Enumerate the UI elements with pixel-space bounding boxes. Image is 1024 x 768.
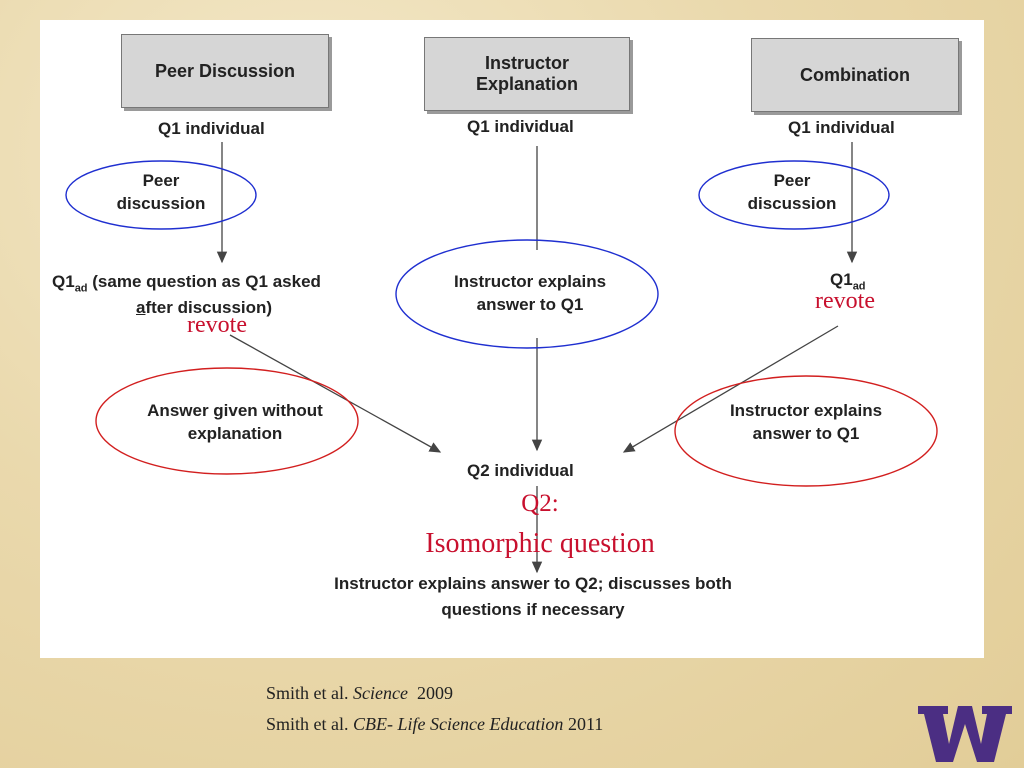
arrow-peer-to-q2 xyxy=(229,334,442,453)
header-combination-text: Combination xyxy=(800,64,910,85)
arrow-combo-to-q2 xyxy=(622,325,839,453)
answer-without-explanation-text: Answer given without explanation xyxy=(147,401,323,443)
peer-discussion-right-text: Peer discussion xyxy=(747,171,837,213)
citation-line-2: Smith et al. CBE- Life Science Education… xyxy=(266,714,603,735)
peer-q1ad-text: (same question as Q1 asked xyxy=(87,272,321,291)
diagram-panel xyxy=(40,20,984,658)
q2-individual: Q2 individual xyxy=(467,461,574,480)
ellipse-peer-discussion-left xyxy=(65,160,257,230)
header-peer-discussion-text: Peer Discussion xyxy=(154,60,296,81)
peer-q1ad-line2-a: a xyxy=(136,298,146,317)
instructor-explains-right-text: Instructor explains answer to Q1 xyxy=(729,401,883,443)
ellipse-answer-without-explanation xyxy=(95,367,359,475)
instructor-q1-individual: Q1 individual xyxy=(467,117,574,136)
citation-2-year: 2011 xyxy=(563,714,604,734)
uw-w-logo xyxy=(918,706,1012,762)
citation-line-1: Smith et al. Science 2009 xyxy=(266,683,453,704)
citation-1-authors: Smith et al. xyxy=(266,683,353,703)
q2-red-title: Q2: xyxy=(521,490,559,517)
combo-q1ad-base: Q1 xyxy=(830,270,853,289)
ellipse-instructor-explains-right xyxy=(674,375,938,487)
header-instructor-explanation-text: Instructor Explanation xyxy=(475,53,578,94)
peer-q1ad-label: Q1ad (same question as Q1 asked xyxy=(52,272,321,294)
citation-2-journal: CBE- Life Science Education xyxy=(353,714,564,734)
header-box-peer-discussion: Peer Discussion xyxy=(121,34,329,108)
peer-q1ad-line2: after discussion) xyxy=(136,298,272,318)
citation-2-authors: Smith et al. xyxy=(266,714,353,734)
final-instructor-line2: questions if necessary xyxy=(441,600,625,619)
peer-q1ad-base: Q1 xyxy=(52,272,75,291)
final-instructor-line1: Instructor explains answer to Q2; discus… xyxy=(334,574,732,593)
ellipse-peer-discussion-right xyxy=(698,160,890,230)
peer-discussion-left-text: Peer discussion xyxy=(116,171,206,213)
instructor-explains-text: Instructor explains answer to Q1 xyxy=(453,272,607,314)
citation-1-year: 2009 xyxy=(407,683,453,703)
combo-q1-individual: Q1 individual xyxy=(788,118,895,137)
header-box-combination: Combination xyxy=(751,38,959,112)
combo-q1ad-sub: ad xyxy=(852,280,866,293)
combo-q1ad-label: Q1ad xyxy=(830,270,866,292)
peer-revote: revote xyxy=(187,312,247,338)
q2-isomorphic-question: Isomorphic question xyxy=(425,528,655,559)
citation-1-journal: Science xyxy=(353,683,408,703)
header-box-instructor-explanation: Instructor Explanation xyxy=(424,37,630,111)
peer-q1ad-line2-rest: fter discussion) xyxy=(145,298,273,317)
ellipse-instructor-explains xyxy=(395,239,659,349)
peer-q1-individual: Q1 individual xyxy=(158,119,265,138)
combo-revote: revote xyxy=(815,288,875,314)
peer-q1ad-sub: ad xyxy=(74,282,88,295)
